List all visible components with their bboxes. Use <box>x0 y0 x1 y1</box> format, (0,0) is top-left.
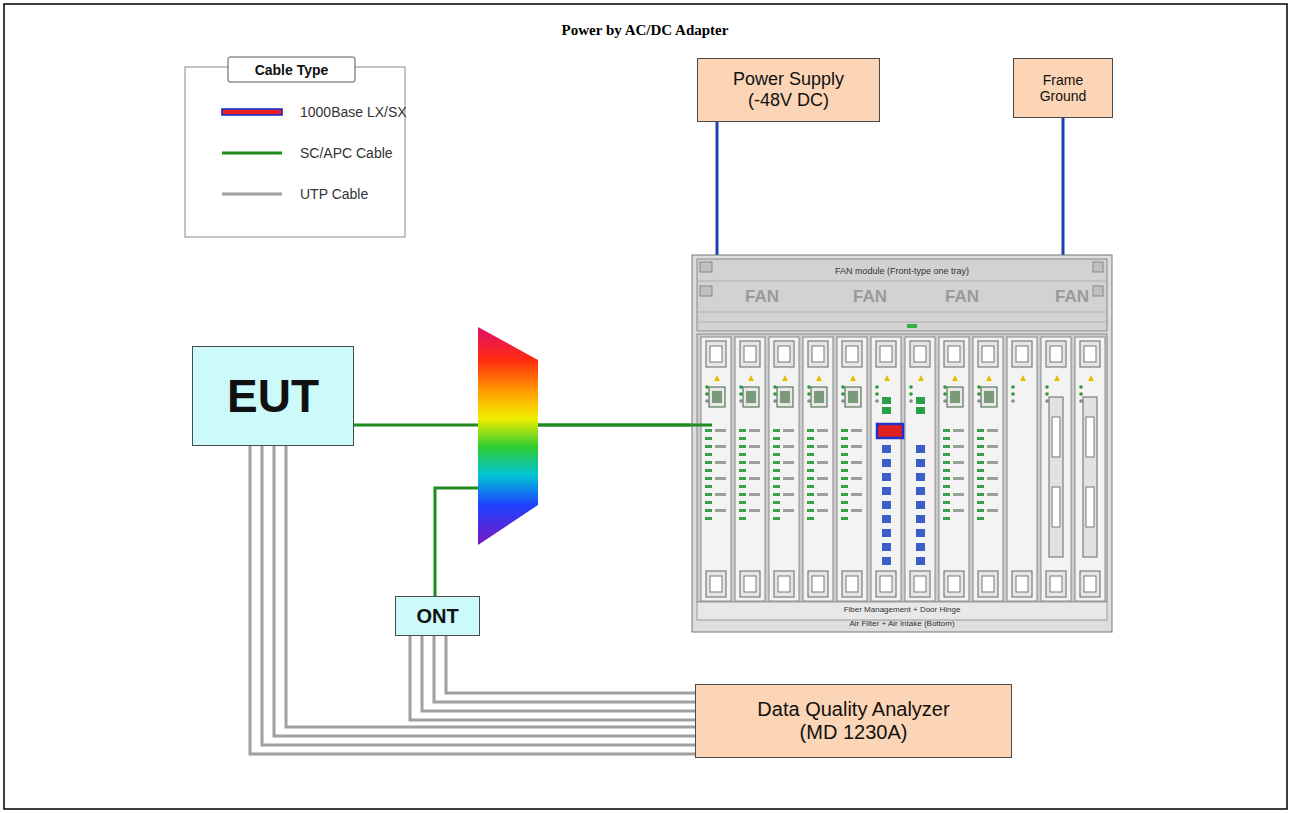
legend-text: 1000Base LX/SX <box>300 104 407 120</box>
ground-cable <box>1062 118 1065 255</box>
frame-ground-box: Frame Ground <box>1013 58 1113 118</box>
lx-sx-sample <box>222 109 282 115</box>
analyzer-box: Data Quality Analyzer (MD 1230A) <box>695 684 1012 758</box>
legend-text: UTP Cable <box>300 186 368 202</box>
chassis-caption: Air Filter + Air Intake (Bottom) <box>692 619 1112 628</box>
diagram-title: Power by AC/DC Adapter <box>562 22 729 39</box>
outer-frame <box>4 4 1287 809</box>
node-text: Frame Ground <box>1032 72 1094 104</box>
node-text: EUT <box>227 370 319 423</box>
sc-apc-sample <box>222 152 282 155</box>
fan-label: FAN <box>850 287 890 307</box>
utp-cable-bundle <box>250 446 695 754</box>
uplink-port-highlight <box>877 424 903 438</box>
legend-text: SC/APC Cable <box>300 145 393 161</box>
olt-chassis-drawing <box>692 255 1112 632</box>
ont-box: ONT <box>395 596 480 636</box>
chassis-caption: Fiber Management + Door Hinge <box>692 605 1112 614</box>
olt-chassis: FAN module (Front-type one tray) Fiber Ma… <box>692 255 1112 632</box>
node-text: Data Quality Analyzer (MD 1230A) <box>744 698 964 744</box>
legend-panel <box>185 57 405 237</box>
fiber-stub <box>692 424 712 427</box>
node-text: Power Supply (-48V DC) <box>721 69 856 110</box>
legend-heading: Cable Type <box>252 62 332 78</box>
eut-box: EUT <box>192 346 354 446</box>
power-supply-box: Power Supply (-48V DC) <box>697 58 880 122</box>
fan-label: FAN <box>742 287 782 307</box>
utp-cable-bundle <box>410 636 695 720</box>
wdm-splitter <box>478 327 538 545</box>
node-text: ONT <box>416 605 458 628</box>
power-cable <box>716 122 719 255</box>
sc-apc-fiber <box>435 425 692 596</box>
utp-sample <box>222 193 282 196</box>
fan-label: FAN <box>942 287 982 307</box>
chassis-caption: FAN module (Front-type one tray) <box>692 266 1112 276</box>
fan-label: FAN <box>1052 287 1092 307</box>
